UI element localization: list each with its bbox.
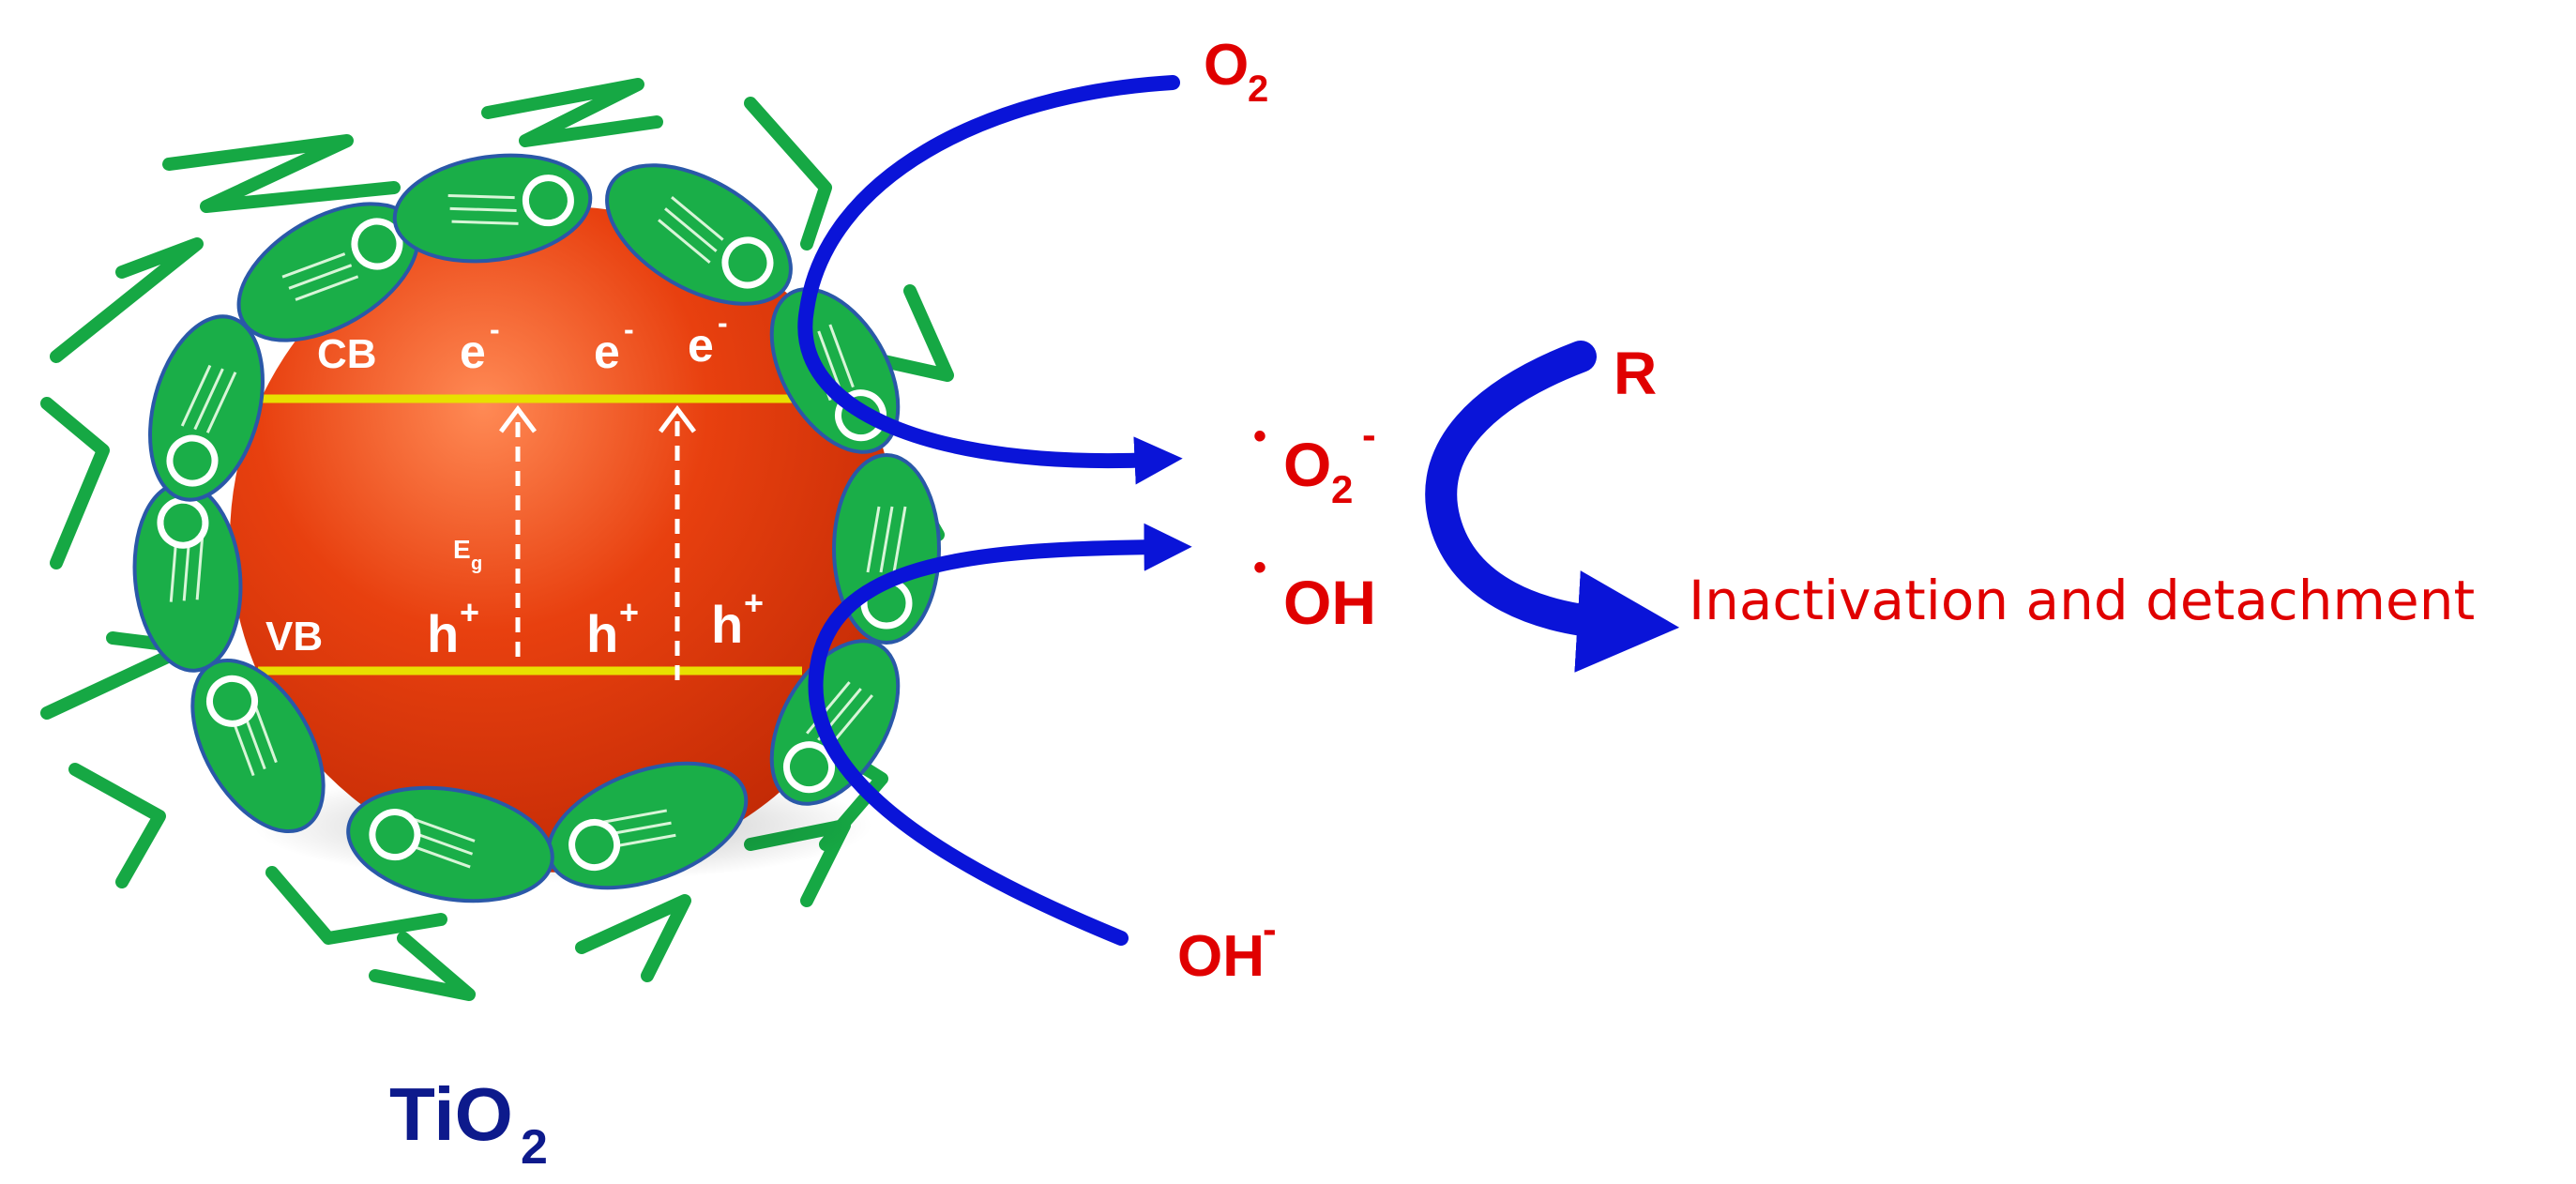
hydroxyl-radical-label: • OH bbox=[1253, 547, 1376, 637]
tio2-sphere-icon bbox=[230, 206, 896, 873]
bacterium-stripe bbox=[806, 681, 851, 735]
svg-text:OH: OH bbox=[1283, 568, 1376, 637]
svg-text:h: h bbox=[427, 604, 459, 663]
bacterium-icon bbox=[132, 481, 243, 673]
bacterium-nucleus bbox=[369, 809, 421, 861]
svg-text:e: e bbox=[460, 326, 486, 378]
vb-label: VB bbox=[265, 614, 323, 660]
superoxide-label: • O 2 - bbox=[1253, 412, 1376, 511]
excitation-arrowhead-1 bbox=[499, 404, 537, 433]
bacterium-stripe bbox=[281, 252, 346, 279]
bacterium-stripe bbox=[251, 699, 278, 764]
hole-3: h + bbox=[711, 584, 764, 654]
svg-text:-: - bbox=[1362, 412, 1376, 458]
hydroxide-oxidation-arrow bbox=[808, 523, 1192, 946]
tio2-label: TiO 2 bbox=[389, 1072, 548, 1175]
excitation-arrowhead-2 bbox=[659, 404, 696, 433]
electron-1: e - bbox=[460, 312, 500, 378]
bacterium-icon bbox=[190, 658, 326, 834]
svg-text:•: • bbox=[1253, 416, 1266, 457]
bacterium-stripe bbox=[449, 206, 517, 212]
bacterium-stripe bbox=[600, 809, 668, 825]
svg-text:-: - bbox=[1263, 906, 1277, 952]
bacterium-nucleus bbox=[351, 218, 403, 270]
svg-text:2: 2 bbox=[1331, 467, 1353, 511]
reaction-arrows bbox=[797, 75, 1680, 946]
cb-label: CB bbox=[317, 331, 377, 377]
bacterium-nucleus bbox=[783, 741, 835, 794]
bacterium-nucleus bbox=[166, 434, 219, 487]
svg-text:+: + bbox=[619, 593, 639, 631]
svg-text:2: 2 bbox=[521, 1120, 548, 1175]
oxygen-reduction-arrow bbox=[797, 75, 1183, 485]
hydroxide-label: OH - bbox=[1177, 906, 1277, 989]
svg-text:-: - bbox=[718, 306, 728, 340]
svg-text:2: 2 bbox=[1248, 68, 1268, 110]
svg-text:-: - bbox=[490, 312, 500, 346]
bacterium-stripe bbox=[828, 694, 873, 748]
svg-text:O: O bbox=[1204, 33, 1249, 98]
bacterium-icon bbox=[236, 202, 420, 342]
bacterium-stripe bbox=[193, 368, 224, 431]
electron-2: e - bbox=[594, 312, 634, 378]
excitation-arrows bbox=[499, 404, 696, 680]
bacteria-group bbox=[132, 153, 941, 903]
radical-r-label: R bbox=[1614, 340, 1657, 407]
bacterium-stripe bbox=[658, 219, 711, 264]
bacterium-stripe bbox=[411, 817, 476, 842]
bacterium-icon bbox=[605, 163, 793, 306]
bacterium-stripe bbox=[406, 842, 471, 869]
result-label: Inactivation and detachment bbox=[1689, 569, 2475, 632]
band-gap-label: E g bbox=[453, 535, 482, 574]
bacterium-icon bbox=[392, 153, 593, 264]
svg-text:e: e bbox=[594, 326, 620, 378]
bacterium-nucleus bbox=[522, 175, 574, 227]
bacterium-stripe bbox=[892, 506, 907, 573]
svg-text:+: + bbox=[460, 593, 479, 631]
bacterium-stripe bbox=[447, 193, 515, 200]
svg-text:e: e bbox=[688, 319, 714, 372]
bacterium-stripe bbox=[180, 364, 212, 427]
radical-attack-arrow bbox=[1425, 341, 1680, 673]
svg-text:g: g bbox=[471, 554, 482, 574]
bacterium-stripe bbox=[195, 533, 205, 600]
bacterium-stripe bbox=[610, 833, 676, 849]
bacterium-stripe bbox=[205, 372, 237, 433]
svg-text:-: - bbox=[624, 312, 634, 346]
bacterium-stripe bbox=[828, 324, 855, 388]
bacterium-stripe bbox=[671, 196, 724, 241]
svg-text:E: E bbox=[453, 535, 471, 564]
bacterium-nucleus bbox=[721, 236, 774, 289]
svg-text:h: h bbox=[586, 604, 618, 663]
bacterium-nucleus bbox=[568, 819, 621, 872]
svg-text:O: O bbox=[1283, 430, 1331, 499]
bacterium-stripe bbox=[817, 330, 843, 395]
bacterium-stripe bbox=[451, 220, 519, 225]
svg-text:h: h bbox=[711, 595, 743, 654]
bacterium-stripe bbox=[288, 264, 353, 290]
hole-1: h + bbox=[427, 593, 479, 663]
bacterium-stripe bbox=[295, 275, 359, 301]
svg-text:OH: OH bbox=[1177, 924, 1265, 989]
bacterium-stripe bbox=[866, 506, 881, 573]
electron-3: e - bbox=[688, 306, 728, 372]
bacterium-stripe bbox=[664, 207, 718, 252]
bacterium-nucleus bbox=[157, 496, 209, 549]
bacterium-stripe bbox=[879, 506, 894, 573]
bacterium-icon bbox=[546, 761, 749, 890]
svg-text:+: + bbox=[744, 584, 764, 622]
svg-text:•: • bbox=[1253, 547, 1266, 588]
hole-2: h + bbox=[586, 593, 639, 663]
bacterium-icon bbox=[148, 314, 265, 502]
bacterium-icon bbox=[346, 785, 554, 903]
bacterium-nucleus bbox=[206, 675, 258, 727]
svg-text:TiO: TiO bbox=[389, 1072, 513, 1156]
oxygen-label: O 2 bbox=[1204, 33, 1268, 110]
